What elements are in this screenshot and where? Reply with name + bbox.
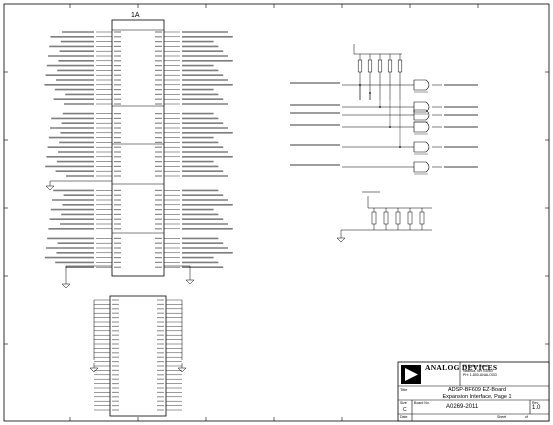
resistor-icon — [407, 211, 413, 225]
resistor-icon — [387, 59, 393, 73]
address-line: Nashua, NH 03063 — [463, 368, 493, 373]
drawing-title: ADSP-BF609 EZ-Board Expansion Interface,… — [432, 387, 522, 400]
border-ticks — [4, 4, 549, 421]
ground-icon — [336, 233, 346, 243]
sheet-border — [3, 3, 550, 422]
junction-dot — [359, 84, 361, 86]
title-line: Expansion Interface, Page 1 — [442, 393, 512, 400]
buffer-gate-icon — [413, 101, 430, 113]
rev-value: 1.0 — [532, 405, 541, 411]
expansion-connector-body — [111, 19, 165, 277]
part-designator: 1A — [131, 12, 140, 19]
resistor-icon — [397, 59, 403, 73]
ground-icon — [45, 181, 55, 191]
title-label: Title — [400, 387, 408, 392]
ground-icon — [61, 279, 71, 289]
resistor-pack — [353, 44, 403, 100]
junction-dot — [369, 92, 371, 94]
buffer-gate-icon — [413, 121, 430, 133]
title-block — [397, 361, 550, 422]
size-label: Size — [400, 401, 407, 405]
junction-dot — [389, 126, 391, 128]
company-logo-text: ANALOG DEVICES — [425, 363, 498, 372]
buffer-gates — [290, 79, 478, 175]
address-line: 20 Cotton Road — [463, 364, 488, 368]
size-value: C — [403, 407, 407, 413]
resistor-icon — [419, 211, 425, 225]
buffer-gate-icon — [413, 161, 430, 173]
resistor-icon — [377, 59, 383, 73]
resistor-icon — [367, 59, 373, 73]
lower-connector-body — [109, 295, 167, 417]
buffer-gate-icon — [413, 109, 430, 121]
lower-connector-pins — [93, 299, 183, 411]
resistor-icon — [357, 59, 363, 73]
junction-dot — [399, 146, 401, 148]
board-number: A0269-2011 — [446, 404, 479, 410]
resistor-icon — [383, 211, 389, 225]
title-line: ADSP-BF609 EZ-Board — [447, 387, 507, 393]
board-no-label: Board No. — [414, 401, 430, 405]
rev-label: Rev — [532, 401, 539, 405]
company-address: 20 Cotton Road Nashua, NH 03063 PH: 1-80… — [463, 364, 497, 378]
sheet-of-label: of — [525, 415, 528, 419]
address-line: PH: 1-800-ANALOGD — [463, 373, 498, 377]
junction-dot — [379, 106, 381, 108]
ground-icon — [177, 363, 187, 373]
ground-symbols — [45, 180, 346, 373]
ground-icon — [185, 275, 195, 285]
date-label: Date — [400, 415, 408, 419]
buffer-gate-icon — [413, 79, 430, 91]
resistor-icon — [371, 211, 377, 225]
connector-pins — [44, 31, 233, 269]
pulldown-resistors — [340, 191, 432, 233]
buffer-gate-icon — [413, 141, 430, 153]
sheet-label: Sheet — [497, 415, 507, 419]
resistor-icon — [395, 211, 401, 225]
ground-icon — [89, 363, 99, 373]
